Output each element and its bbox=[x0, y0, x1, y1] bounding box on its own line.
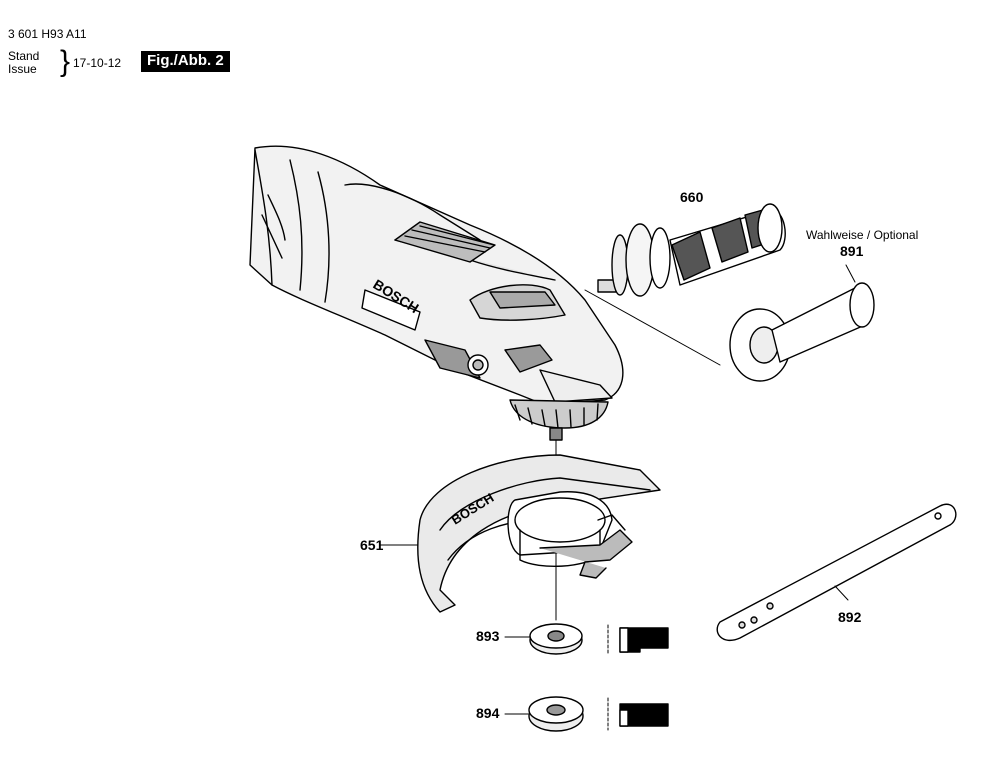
angle-grinder-body bbox=[249, 145, 624, 621]
issue-date: 17-10-12 bbox=[73, 56, 122, 70]
flange-893 bbox=[504, 623, 669, 656]
part-number: 3 601 H93 A11 bbox=[8, 27, 87, 41]
spanner-892 bbox=[716, 503, 957, 641]
part-label-660: 660 bbox=[680, 189, 704, 205]
part-label-651: 651 bbox=[360, 537, 384, 553]
guard-651 bbox=[379, 454, 661, 613]
part-label-892: 892 bbox=[838, 609, 862, 625]
brace-glyph: } bbox=[60, 45, 71, 78]
stand-label: Stand bbox=[8, 49, 40, 63]
handle-660 bbox=[584, 203, 786, 366]
issue-label: Issue bbox=[8, 62, 37, 76]
part-label-891: 891 bbox=[840, 243, 864, 259]
nut-894 bbox=[504, 696, 669, 732]
figure-badge: Fig./Abb. 2 bbox=[141, 51, 230, 72]
optional-note: Wahlweise / Optional bbox=[806, 228, 919, 242]
part-label-893: 893 bbox=[476, 628, 500, 644]
handle-891 bbox=[729, 264, 875, 382]
part-label-894: 894 bbox=[476, 705, 500, 721]
